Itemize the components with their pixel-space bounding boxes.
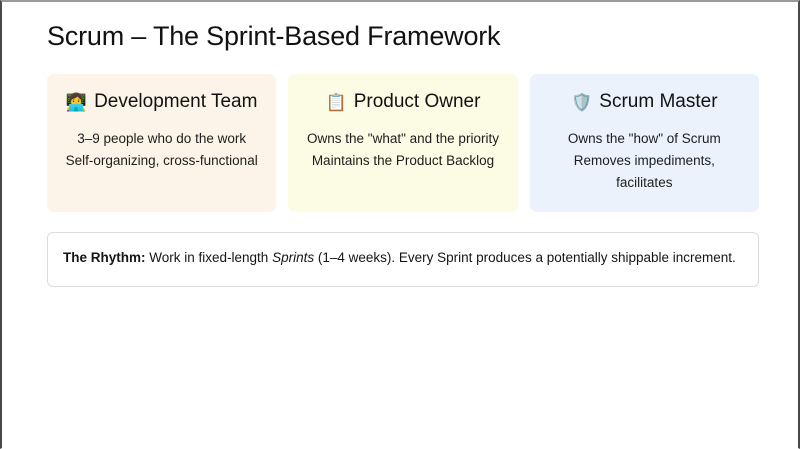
rhythm-text-before: Work in fixed-length <box>145 250 273 266</box>
rhythm-text: The Rhythm: Work in fixed-length Sprints… <box>63 247 743 270</box>
card-heading: 📋 Product Owner <box>300 90 505 114</box>
card-product-owner: 📋 Product Owner Owns the "what" and the … <box>288 74 518 213</box>
page-title: Scrum – The Sprint-Based Framework <box>47 21 501 51</box>
card-development-team: 👩‍💻 Development Team 3–9 people who do t… <box>47 74 277 213</box>
card-heading: 🛡️ Scrum Master <box>542 90 747 114</box>
rhythm-emphasis: Sprints <box>272 250 315 266</box>
card-scrum-master: 🛡️ Scrum Master Owns the "how" of Scrum … <box>529 74 759 213</box>
card-description: Owns the "how" of Scrum Removes impedime… <box>567 131 721 190</box>
technologist-emoji: 👩‍💻 <box>65 92 88 112</box>
card-description: 3–9 people who do the work Self-organizi… <box>65 131 258 168</box>
card-title: Product Owner <box>353 91 481 113</box>
rhythm-callout-box: The Rhythm: Work in fixed-length Sprints… <box>47 232 759 288</box>
card-description: Owns the "what" and the priority Maintai… <box>307 131 499 168</box>
clipboard-emoji: 📋 <box>325 92 347 112</box>
card-title: Development Team <box>94 91 258 113</box>
card-title: Scrum Master <box>599 91 718 113</box>
shield-emoji: 🛡️ <box>571 92 593 112</box>
slide-content: Scrum – The Sprint-Based Framework 👩‍💻 D… <box>47 20 759 288</box>
rhythm-label: The Rhythm: <box>63 250 146 266</box>
rhythm-text-after: (1–4 weeks). Every Sprint produces a pot… <box>314 250 736 266</box>
role-cards-row: 👩‍💻 Development Team 3–9 people who do t… <box>47 74 759 213</box>
card-heading: 👩‍💻 Development Team <box>59 90 264 114</box>
